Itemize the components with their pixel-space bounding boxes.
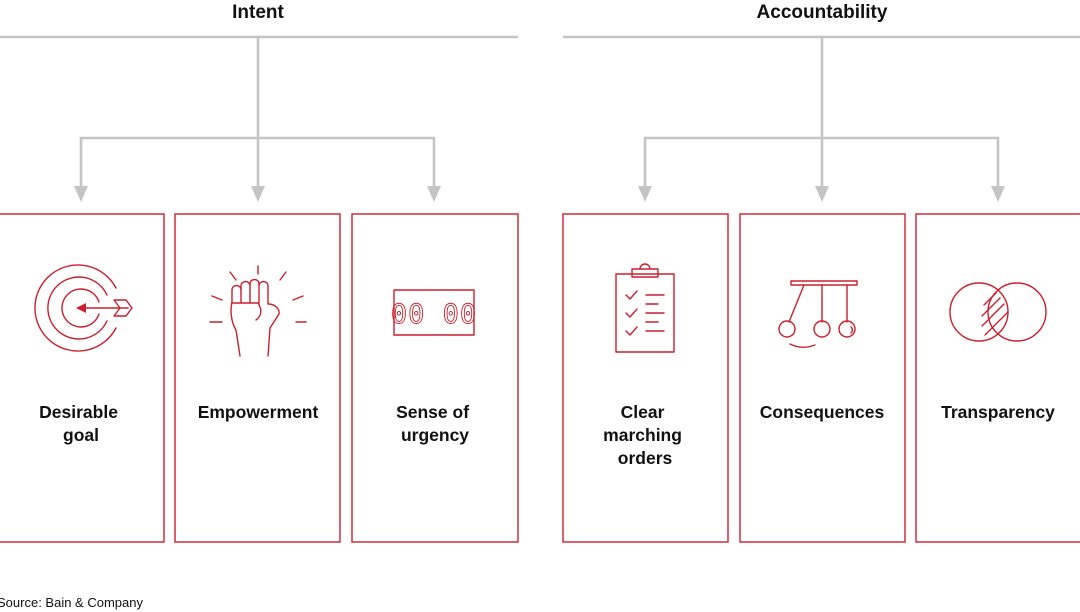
card-label-line: Sense of xyxy=(396,402,469,422)
arrowhead-desirable-goal xyxy=(74,186,88,202)
card-transparency: Transparency xyxy=(915,213,1080,543)
group-title-intent: Intent xyxy=(232,2,284,23)
card-sense-of-urgency: 00 00 Sense of urgency xyxy=(351,213,519,543)
card-frame xyxy=(562,213,729,543)
arrowhead-sense-of-urgency xyxy=(427,186,441,202)
arrowhead-empowerment xyxy=(251,186,265,202)
card-label-line: Transparency xyxy=(941,402,1055,422)
card-clear-marching-orders: Clear marching orders xyxy=(562,213,729,543)
newtons-cradle-icon xyxy=(778,280,858,348)
card-frame xyxy=(351,213,519,543)
arrowhead-consequences xyxy=(815,186,829,202)
raised-fist-icon xyxy=(209,265,307,357)
card-frame xyxy=(174,213,341,543)
timer-display: 00 00 xyxy=(391,299,477,330)
card-label-line: Consequences xyxy=(760,402,885,422)
overlapping-circles-icon xyxy=(949,282,1047,342)
card-label-line: Clear xyxy=(621,402,665,422)
svg-text:Desirable goal: Desirable goal xyxy=(39,402,123,445)
card-label-line: goal xyxy=(63,425,99,445)
card-label-line: Desirable xyxy=(39,402,118,422)
target-arrow-icon xyxy=(34,264,133,352)
card-label-line: marching xyxy=(603,425,682,445)
branch-intent xyxy=(79,136,436,190)
card-empowerment: Empowerment xyxy=(174,213,341,543)
svg-text:Transparency: Transparency xyxy=(941,402,1055,422)
card-label-line: urgency xyxy=(401,425,469,445)
group-accountability: Accountability Clear xyxy=(562,2,1080,543)
card-frame xyxy=(0,213,165,543)
branch-accountability xyxy=(643,136,1000,190)
clipboard-checklist-icon xyxy=(615,263,675,353)
group-intent: Intent Desirable goal xyxy=(0,2,519,543)
svg-text:Consequences: Consequences xyxy=(760,402,885,422)
svg-text:Empowerment: Empowerment xyxy=(198,402,319,422)
group-title-accountability: Accountability xyxy=(757,2,888,23)
countdown-timer-icon: 00 00 xyxy=(390,289,477,336)
card-frame xyxy=(739,213,906,543)
card-frame xyxy=(915,213,1080,543)
svg-text:Clear marching: Clear marching orders xyxy=(603,402,687,468)
card-label-line: orders xyxy=(618,448,673,468)
arrowhead-transparency xyxy=(991,186,1005,202)
arrowhead-clear-marching-orders xyxy=(638,186,652,202)
source-note: Source: Bain & Company xyxy=(0,595,143,610)
svg-text:Sense of urgency: Sense of urgency xyxy=(396,402,474,445)
card-consequences: Consequences xyxy=(739,213,906,543)
card-desirable-goal: Desirable goal xyxy=(0,213,165,543)
card-label-line: Empowerment xyxy=(198,402,319,422)
